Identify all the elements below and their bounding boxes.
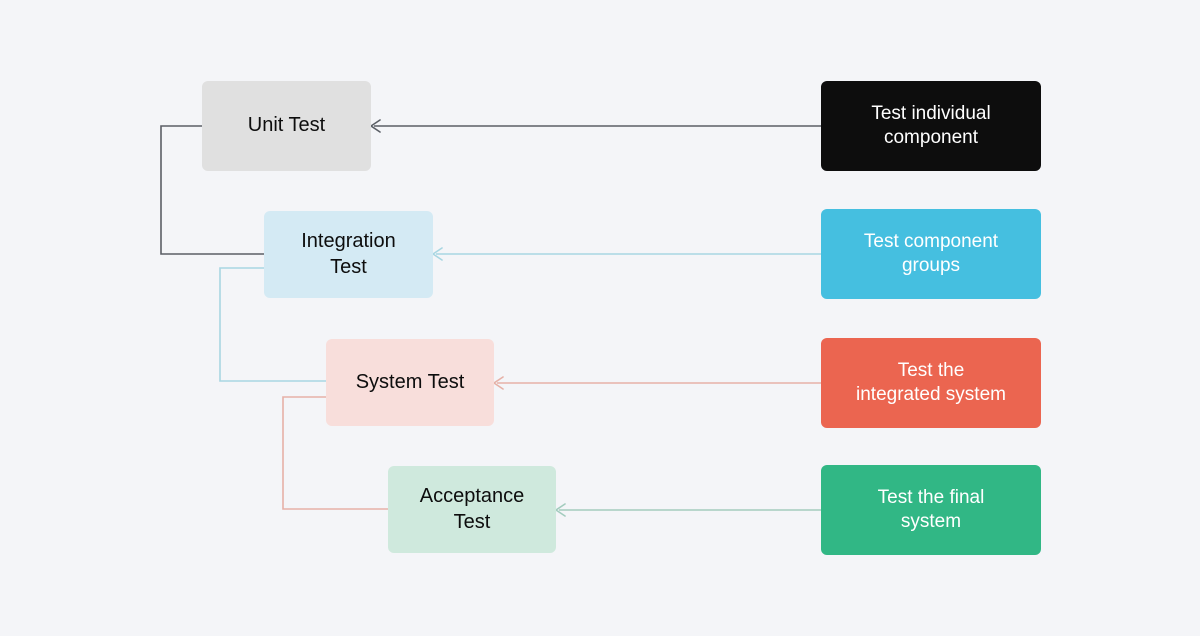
node-test-individual-component[interactable]: Test individual component: [821, 81, 1041, 171]
node-label: Test component groups: [863, 230, 999, 276]
node-system-test[interactable]: System Test: [326, 339, 494, 426]
node-test-the-integrated-system[interactable]: Test the integrated system: [821, 338, 1041, 428]
node-label: Integration Test: [301, 229, 396, 278]
node-unit-test[interactable]: Unit Test: [202, 81, 371, 171]
arrowhead-desc-to-unit-test: [370, 119, 381, 133]
node-integration-test[interactable]: Integration Test: [264, 211, 433, 298]
node-label: Test the integrated system: [856, 359, 1006, 405]
node-test-component-groups[interactable]: Test component groups: [821, 209, 1041, 299]
arrowhead-desc-to-acceptance-test: [555, 503, 566, 517]
arrowhead-desc-to-system-test: [493, 376, 504, 390]
arrowhead-desc-to-integration-test: [432, 247, 443, 261]
node-label: Test individual component: [871, 102, 991, 148]
node-acceptance-test[interactable]: Acceptance Test: [388, 466, 556, 553]
node-label: Unit Test: [247, 114, 326, 137]
node-test-the-final-system[interactable]: Test the final system: [821, 465, 1041, 555]
node-label: Test the final system: [877, 486, 985, 532]
node-label: System Test: [355, 370, 465, 393]
node-label: Acceptance Test: [419, 484, 525, 533]
